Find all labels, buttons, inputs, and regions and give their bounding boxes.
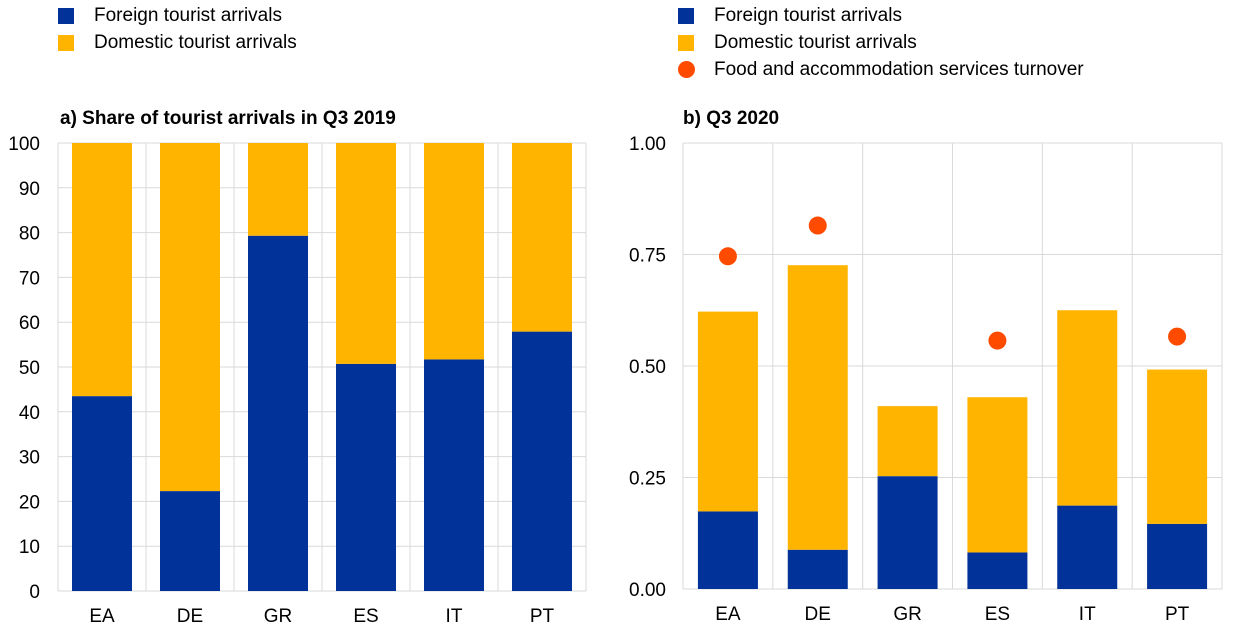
legend-swatch-foreign [678,7,694,24]
x-tick-label: IT [446,606,463,627]
x-tick-label: GR [264,606,293,627]
bar-foreign-ea [697,511,758,589]
x-tick-label: DE [177,606,203,627]
legend-b: Foreign tourist arrivals Domestic touris… [678,2,1084,83]
legend-label-turnover: Food and accommodation services turnover [714,58,1084,80]
bar-domestic-es [336,143,396,364]
legend-label-foreign: Foreign tourist arrivals [714,4,902,26]
x-tick-label: EA [89,606,115,627]
bar-domestic-it [1057,310,1118,506]
bar-foreign-de [787,549,848,589]
legend-swatch-domestic [678,34,694,51]
x-tick-label: PT [530,606,555,627]
x-tick-label: GR [893,604,922,625]
x-tick-label: IT [1079,604,1096,625]
y-tick-label: 1.00 [629,134,666,155]
bar-foreign-ea [72,396,132,591]
legend-swatch-domestic [58,34,74,51]
bar-foreign-it [424,359,484,591]
bar-domestic-de [787,265,848,550]
legend-item-foreign: Foreign tourist arrivals [58,2,297,29]
y-tick-label: 0.75 [629,246,666,267]
turnover-point-es [988,331,1007,350]
x-tick-label: ES [985,604,1010,625]
x-tick-label: ES [353,606,378,627]
legend-marker-turnover [678,61,695,78]
y-tick-label: 40 [19,403,40,424]
bar-domestic-it [424,143,484,360]
y-tick-label: 80 [19,224,40,245]
bar-foreign-de [160,491,220,591]
y-tick-label: 30 [19,448,40,469]
legend-label-domestic: Domestic tourist arrivals [94,31,297,53]
legend-label-foreign: Foreign tourist arrivals [94,4,282,26]
turnover-point-pt [1168,327,1187,346]
y-tick-label: 0.50 [629,357,666,378]
bar-domestic-pt [1147,369,1208,524]
bar-domestic-gr [248,143,308,236]
bar-domestic-ea [697,311,758,512]
y-tick-label: 0.00 [629,580,666,601]
bar-foreign-it [1057,505,1118,589]
legend-item-domestic: Domestic tourist arrivals [58,29,297,56]
legend-swatch-foreign [58,7,74,24]
bar-domestic-de [160,143,220,492]
x-tick-label: EA [715,604,741,625]
y-tick-label: 10 [19,537,40,558]
bar-domestic-es [967,397,1028,553]
bar-domestic-pt [512,143,572,332]
y-tick-label: 100 [8,134,40,155]
chart-a-title: a) Share of tourist arrivals in Q3 2019 [60,108,396,129]
legend-a: Foreign tourist arrivals Domestic touris… [58,2,297,56]
bar-domestic-ea [72,143,132,397]
y-tick-label: 50 [19,358,40,379]
y-tick-label: 20 [19,492,40,513]
legend-label-domestic: Domestic tourist arrivals [714,31,917,53]
bar-foreign-gr [877,476,938,589]
turnover-point-de [808,216,827,235]
bar-foreign-es [967,552,1028,589]
legend-item-foreign: Foreign tourist arrivals [678,2,1084,29]
chart-b-title: b) Q3 2020 [683,108,780,129]
turnover-point-ea [718,247,737,266]
legend-item-domestic: Domestic tourist arrivals [678,29,1084,56]
bar-foreign-pt [512,331,572,591]
legend-item-turnover: Food and accommodation services turnover [678,56,1084,83]
x-tick-label: DE [805,604,831,625]
y-tick-label: 0.25 [629,469,666,490]
y-tick-label: 70 [19,268,40,289]
y-tick-label: 0 [29,582,40,603]
y-tick-label: 60 [19,313,40,334]
bar-domestic-gr [877,406,938,477]
bar-foreign-gr [248,235,308,591]
bar-foreign-es [336,363,396,591]
y-tick-label: 90 [19,179,40,200]
bar-foreign-pt [1147,523,1208,589]
x-tick-label: PT [1165,604,1190,625]
